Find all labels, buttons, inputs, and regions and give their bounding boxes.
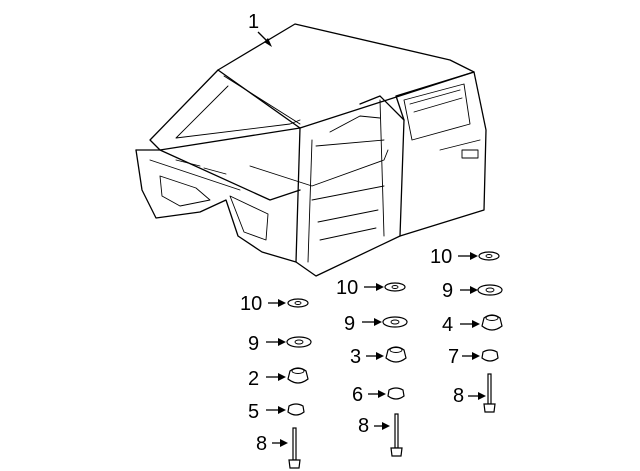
callout-group-right: 10 9 4 7 8 xyxy=(430,246,503,413)
washer-thick-icon xyxy=(477,284,503,296)
callout-label-9: 9 xyxy=(248,333,259,355)
washer-flat-icon xyxy=(384,282,406,292)
callout-group-left: 10 9 2 5 8 xyxy=(240,293,312,469)
callout-label-6: 6 xyxy=(352,384,363,406)
callout-label-2: 2 xyxy=(248,368,259,390)
bolt-icon xyxy=(390,413,403,457)
callout-label-7: 7 xyxy=(448,346,459,368)
callout-label-1: 1 xyxy=(248,11,259,33)
callout-group-mid: 10 9 3 6 8 xyxy=(336,277,408,457)
callout-label-8: 8 xyxy=(358,415,369,437)
callout-label-10: 10 xyxy=(430,246,452,268)
mount-cushion-large-icon xyxy=(287,367,309,384)
bolt-icon xyxy=(288,427,301,469)
callout-label-10: 10 xyxy=(240,293,262,315)
callout-label-5: 5 xyxy=(248,401,259,423)
mount-cushion-small-icon xyxy=(481,349,499,362)
washer-flat-icon xyxy=(287,298,309,308)
washer-thick-icon xyxy=(286,336,312,348)
callout-label-9: 9 xyxy=(442,280,453,302)
callout-label-10: 10 xyxy=(336,277,358,299)
washer-thick-icon xyxy=(382,316,408,328)
callout-label-8: 8 xyxy=(453,385,464,407)
mount-cushion-large-icon xyxy=(481,314,503,331)
washer-flat-icon xyxy=(478,251,500,261)
mount-cushion-small-icon xyxy=(287,403,305,416)
mount-cushion-small-icon xyxy=(387,387,405,400)
callout-label-3: 3 xyxy=(350,346,361,368)
callout-arrowhead-1 xyxy=(264,38,272,47)
mount-cushion-large-icon xyxy=(385,346,407,363)
callout-label-4: 4 xyxy=(442,314,453,336)
callout-label-9: 9 xyxy=(344,313,355,335)
cab-body-shell xyxy=(135,23,487,277)
callout-label-8: 8 xyxy=(256,433,267,455)
bolt-icon xyxy=(483,373,496,413)
